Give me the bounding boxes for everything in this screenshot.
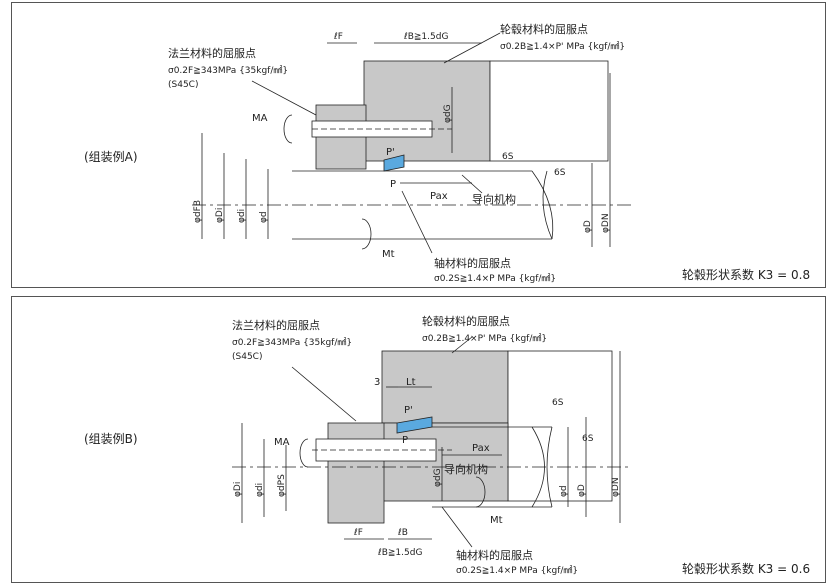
assembly-example-b-panel: (组装例B) 法兰材料的屈服点 σ0.2F≧343MPa {35kgf/㎟} (…	[11, 296, 826, 583]
flange-yield-title: 法兰材料的屈服点	[232, 318, 320, 332]
dim-di-small: φdi	[255, 483, 265, 497]
dim-dn: φDN	[601, 213, 611, 233]
dim-di: φDi	[233, 482, 243, 497]
shaft-yield-title: 轴材料的屈服点	[456, 548, 533, 562]
hub-yield-title: 轮毂材料的屈服点	[422, 314, 510, 328]
dim-dfb: φdFB	[193, 200, 203, 223]
locking-ring	[383, 154, 405, 172]
pressure-p: P	[390, 179, 396, 190]
assembly-b-drawing: (组装例B) 法兰材料的屈服点 σ0.2F≧343MPa {35kgf/㎟} (…	[84, 314, 810, 576]
shape-factor-b: 轮毂形状系数 K3 = 0.6	[682, 561, 810, 576]
dim-dg: φdG	[433, 468, 443, 487]
hub-body	[363, 60, 491, 162]
moment-ma: MA	[274, 437, 290, 448]
dim-dps: φdPS	[277, 474, 287, 497]
dim-lf: ℓF	[333, 32, 343, 42]
flange-yield-formula: σ0.2F≧343MPa {35kgf/㎟}	[168, 65, 288, 76]
dim-dg: φdG	[443, 104, 453, 123]
hub-yield-formula: σ0.2B≧1.4×P' MPa {kgf/㎟}	[500, 41, 625, 52]
example-a-label: (组装例A)	[84, 150, 138, 164]
dim-d: φd	[259, 211, 269, 223]
dim-d: φd	[559, 485, 569, 497]
pressure-p: P	[402, 435, 408, 446]
dim-3: 3	[374, 377, 380, 388]
dim-lb-condition: ℓB≧1.5dG	[377, 548, 422, 558]
assembly-example-a-panel: (组装例A) 法兰材料的屈服点 σ0.2F≧343MPa {35kgf/㎟} (…	[11, 2, 826, 288]
assembly-a-drawing: (组装例A) 法兰材料的屈服点 σ0.2F≧343MPa {35kgf/㎟} (…	[84, 22, 810, 284]
guide-mechanism-label: 导向机构	[472, 192, 516, 206]
flange-yield-formula: σ0.2F≧343MPa {35kgf/㎟}	[232, 337, 352, 348]
dim-dn: φDN	[611, 477, 621, 497]
roughness-6s-a2: 6S	[554, 168, 566, 178]
axial-force-pax: Pax	[430, 191, 448, 202]
shape-factor-a: 轮毂形状系数 K3 = 0.8	[682, 267, 810, 282]
hub-yield-formula: σ0.2B≧1.4×P' MPa {kgf/㎟}	[422, 333, 547, 344]
dim-D: φD	[583, 220, 593, 233]
dim-di-small: φdi	[237, 209, 247, 223]
dim-D: φD	[577, 484, 587, 497]
flange-yield-title: 法兰材料的屈服点	[168, 46, 256, 60]
shaft-yield-title: 轴材料的屈服点	[434, 256, 511, 270]
torque-mt: Mt	[382, 249, 395, 260]
dim-lb: ℓB	[397, 528, 408, 538]
moment-ma: MA	[252, 113, 268, 124]
guide-mechanism-label: 导向机构	[444, 462, 488, 476]
dim-di: φDi	[215, 208, 225, 223]
shaft-yield-formula: σ0.2S≧1.4×P MPa {kgf/㎟}	[456, 565, 578, 576]
torque-mt: Mt	[490, 515, 503, 526]
roughness-6s-a1: 6S	[502, 152, 514, 162]
pressure-p-prime: P'	[386, 147, 395, 158]
roughness-6s-b1: 6S	[552, 398, 564, 408]
shaft-yield-formula: σ0.2S≧1.4×P MPa {kgf/㎟}	[434, 273, 556, 284]
hub-yield-title: 轮毂材料的屈服点	[500, 22, 588, 36]
axial-force-pax: Pax	[472, 443, 490, 454]
flange-material: (S45C)	[168, 80, 198, 90]
pressure-p-prime: P'	[404, 405, 413, 416]
flange-body	[327, 422, 385, 524]
flange-material: (S45C)	[232, 352, 262, 362]
roughness-6s-b2: 6S	[582, 434, 594, 444]
example-b-label: (组装例B)	[84, 432, 138, 446]
dim-lb: ℓB≧1.5dG	[403, 32, 448, 42]
dim-lt: Lt	[406, 377, 416, 388]
dim-lf: ℓF	[353, 528, 363, 538]
